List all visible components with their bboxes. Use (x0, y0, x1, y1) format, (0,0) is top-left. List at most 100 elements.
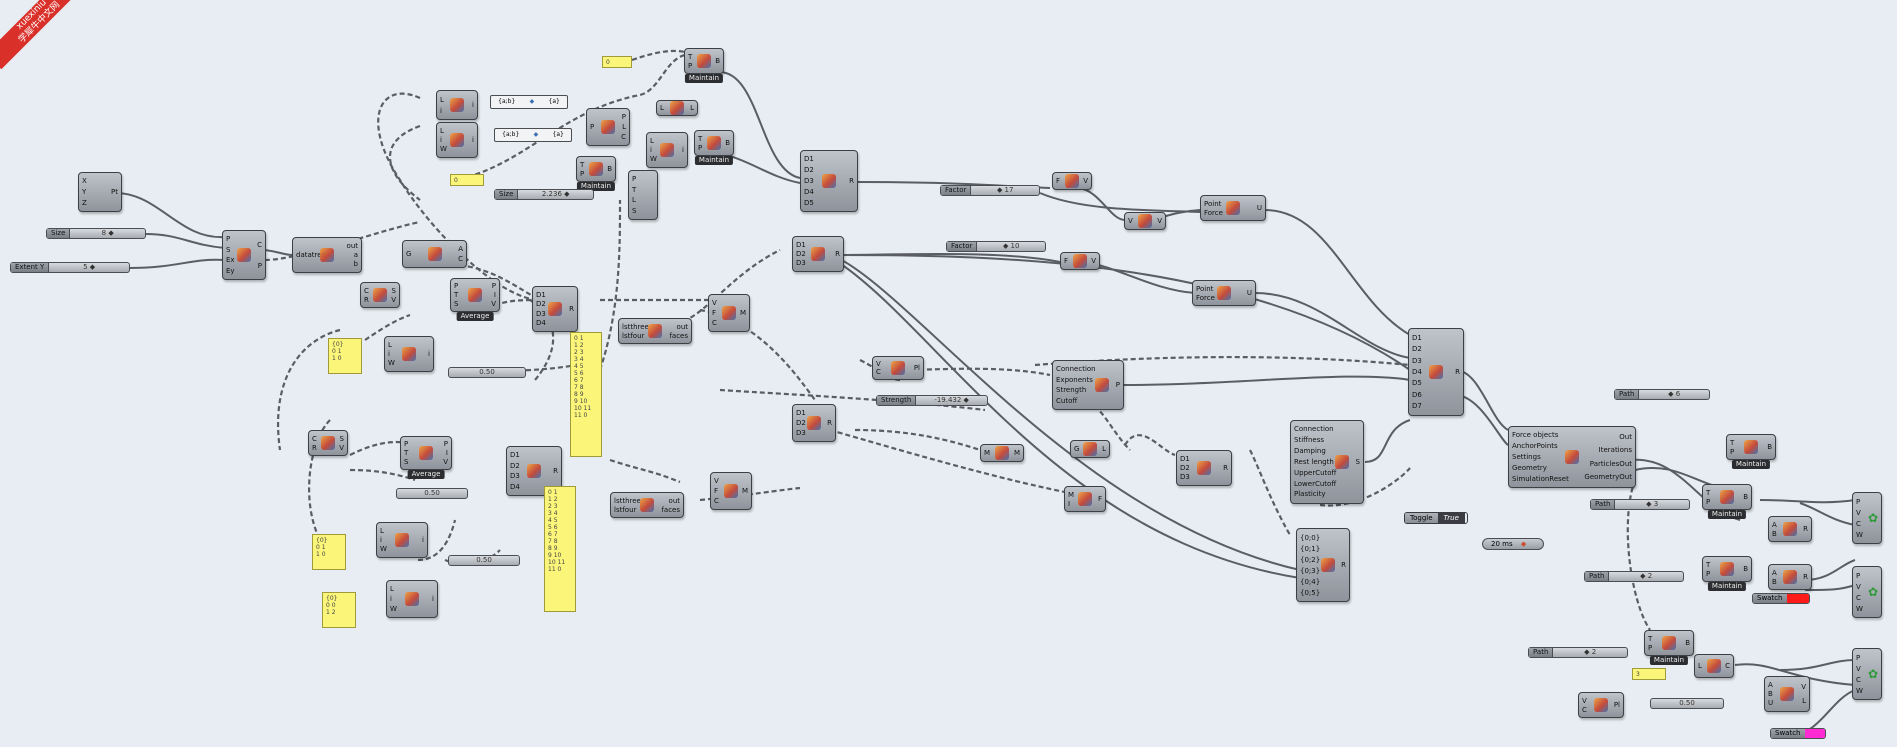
port[interactable]: Pl (1613, 701, 1620, 709)
port[interactable]: T (454, 290, 459, 299)
list-panel[interactable]: 0 1 1 2 2 3 3 4 4 5 5 6 6 7 7 8 8 9 9 10… (570, 332, 602, 457)
port[interactable]: ParticlesOut (1589, 459, 1632, 468)
path-slider[interactable]: Path◆ 6 (1614, 389, 1710, 400)
value-list[interactable]: {a;b}◆{a} (494, 128, 572, 142)
port[interactable]: D6 (1412, 390, 1422, 399)
port[interactable]: P (404, 440, 409, 449)
port[interactable]: V (339, 443, 344, 452)
port[interactable]: P (454, 282, 459, 291)
port[interactable]: S (391, 286, 396, 295)
port[interactable]: R (1223, 464, 1228, 472)
port[interactable]: lstthree (614, 496, 641, 505)
unit-z-component[interactable]: F V (1052, 172, 1092, 190)
yellow-panel[interactable]: {0} 0 1 1 0 (312, 534, 346, 570)
port[interactable]: D4 (1412, 367, 1422, 376)
port[interactable]: P (1706, 569, 1711, 578)
port[interactable]: Damping (1294, 447, 1326, 456)
port[interactable]: D1 (510, 451, 520, 460)
port[interactable]: i (472, 101, 474, 109)
port[interactable]: Stiffness (1294, 436, 1324, 445)
value-list-option[interactable]: {a} (548, 98, 560, 105)
port[interactable]: L (440, 126, 444, 135)
number-slider[interactable]: 0.50 (396, 488, 468, 499)
value-list-option[interactable]: {a;b} (502, 131, 520, 138)
port[interactable]: W (1856, 686, 1863, 695)
port[interactable]: C (876, 368, 881, 376)
port[interactable]: L (632, 196, 636, 205)
port[interactable]: T (1730, 438, 1735, 447)
port[interactable]: Connection (1294, 425, 1334, 434)
port[interactable]: faces (669, 331, 688, 340)
port[interactable]: C (1856, 593, 1861, 602)
port[interactable]: Settings (1512, 452, 1541, 461)
port[interactable]: Z (82, 198, 87, 207)
port[interactable]: Force objects (1512, 431, 1559, 440)
port[interactable]: P (443, 440, 448, 449)
port[interactable]: P (1648, 643, 1653, 652)
port[interactable]: D2 (1412, 345, 1422, 354)
port[interactable]: SimulationReset (1512, 474, 1569, 483)
port[interactable]: lstthree (622, 322, 649, 331)
port[interactable]: Point (1204, 199, 1222, 208)
port[interactable]: R (1455, 368, 1460, 376)
port[interactable]: Strength (1056, 386, 1087, 395)
path-merge-component[interactable]: {0;0}{0;1}{0;2}{0;3}{0;4}{0;5} R (1296, 528, 1350, 602)
port[interactable]: M (1068, 490, 1075, 499)
port[interactable]: U (1256, 204, 1262, 212)
port[interactable]: W (1856, 530, 1863, 539)
port[interactable]: C (257, 240, 262, 249)
port[interactable]: {0;0} (1300, 533, 1321, 542)
port[interactable]: S (454, 299, 459, 308)
factor-slider-2[interactable]: Factor◆ 10 (946, 241, 1046, 252)
port[interactable]: GeometryOut (1584, 473, 1632, 482)
port[interactable]: D3 (1180, 473, 1190, 482)
port[interactable]: D1 (804, 155, 814, 164)
port[interactable]: U (1768, 699, 1774, 708)
reverse-vector-component[interactable]: V V (1124, 212, 1166, 230)
port[interactable]: C (1856, 519, 1861, 528)
port[interactable]: R (364, 295, 369, 304)
port[interactable]: W (380, 545, 387, 554)
port[interactable]: T (1706, 488, 1711, 497)
port[interactable]: P (226, 235, 231, 244)
port[interactable]: R (569, 305, 574, 313)
port[interactable]: R (1341, 561, 1346, 569)
port[interactable]: Point (1196, 284, 1214, 293)
port[interactable]: i (440, 106, 442, 115)
port[interactable]: i (388, 349, 390, 358)
port[interactable]: B (1685, 639, 1690, 647)
port[interactable]: T (404, 448, 409, 457)
port[interactable]: P (1856, 571, 1861, 580)
port[interactable]: W (440, 145, 447, 154)
port[interactable]: Plasticity (1294, 490, 1326, 499)
path-slider-2[interactable]: Path◆ 3 (1590, 499, 1690, 510)
port[interactable]: i (432, 595, 434, 603)
port[interactable]: B (1743, 493, 1748, 501)
port[interactable]: V (1091, 257, 1096, 265)
port[interactable]: B (1772, 577, 1777, 586)
port[interactable]: D2 (510, 461, 520, 470)
port[interactable]: D1 (1180, 454, 1190, 463)
port[interactable]: a (353, 250, 358, 259)
port[interactable]: R (1803, 573, 1808, 581)
port[interactable]: Geometry (1512, 463, 1547, 472)
port[interactable]: L (380, 526, 384, 535)
port[interactable]: A (1768, 680, 1773, 689)
port[interactable]: i (682, 146, 684, 154)
port[interactable]: D3 (1412, 356, 1422, 365)
